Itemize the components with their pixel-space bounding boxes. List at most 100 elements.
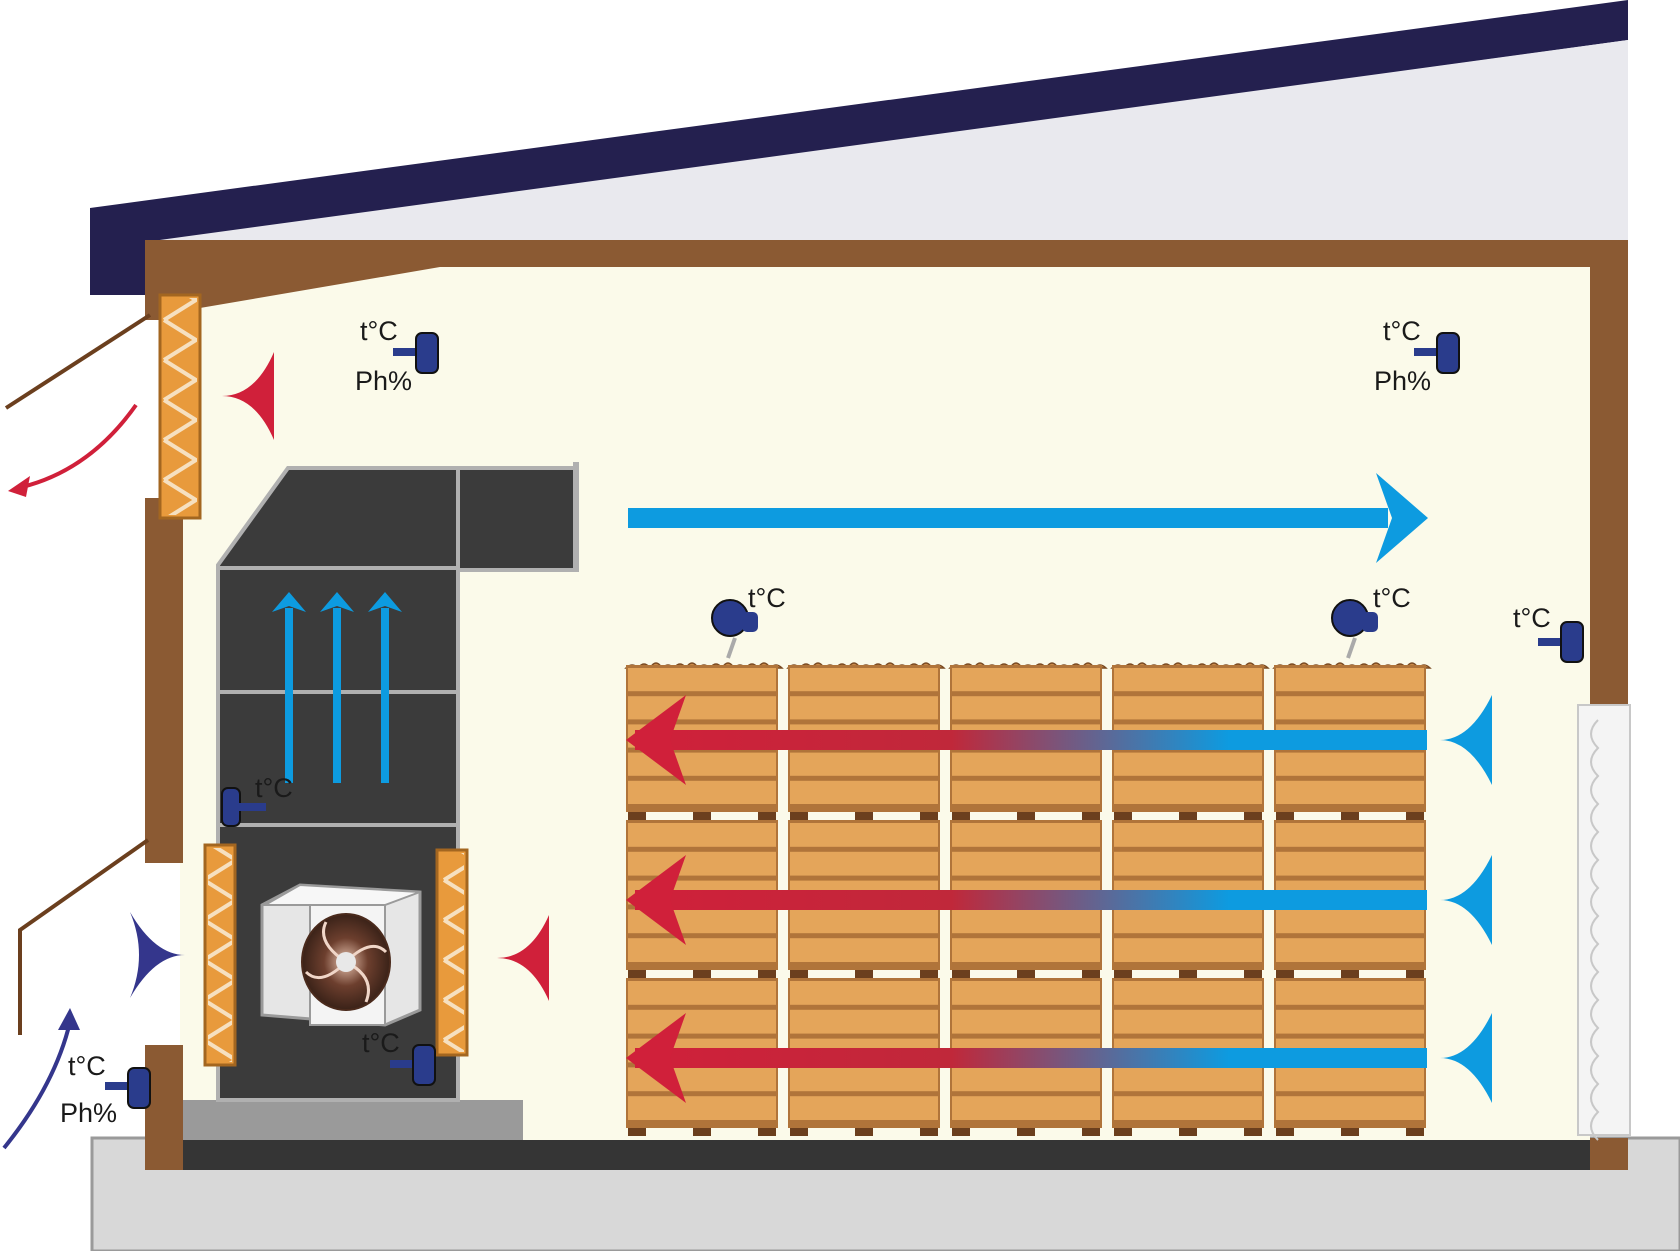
crate-slat (1114, 752, 1262, 776)
crate-slat (1114, 909, 1262, 934)
crate-foot (1341, 970, 1359, 978)
crate-slat (1114, 938, 1262, 962)
crate-foot (1406, 970, 1424, 978)
crate-slat (628, 823, 776, 847)
crate-slat (1276, 780, 1424, 804)
crate-slat (952, 938, 1100, 962)
crate-foot (1406, 1128, 1424, 1136)
crate-foot (952, 1128, 970, 1136)
crate-foot (758, 970, 776, 978)
crate-slat (1114, 668, 1262, 692)
crate-foot (790, 970, 808, 978)
crate-slat (1114, 1096, 1262, 1120)
crate-foot (1114, 970, 1132, 978)
crate-slat (628, 851, 776, 876)
crate-foot (1114, 812, 1132, 820)
crate-slat (1114, 851, 1262, 876)
roof-underside (145, 40, 1628, 242)
crate-foot (1082, 970, 1100, 978)
crate-slat (790, 851, 938, 876)
arrowhead-icon (1440, 1013, 1492, 1103)
humidity-label: Ph% (355, 366, 412, 396)
arrowhead-icon (1376, 473, 1428, 563)
left-wall-upper (145, 498, 183, 863)
humidity-label: Ph% (1374, 366, 1431, 396)
sensor-probe-icon (412, 1044, 436, 1086)
crate-slat (1276, 851, 1424, 876)
crate-foot (920, 970, 938, 978)
crate-slat (628, 1009, 776, 1034)
sensor-crate-left: t°C (711, 583, 786, 659)
crate-foot (1244, 970, 1262, 978)
crate-foot (628, 1128, 646, 1136)
temp-label: t°C (360, 316, 398, 346)
sensor-probe-icon (1436, 332, 1460, 374)
crate-slat (1276, 909, 1424, 934)
temp-label: t°C (1373, 583, 1411, 613)
crate-slat (1276, 668, 1424, 692)
crate-slat (1114, 696, 1262, 720)
crate-foot (1179, 970, 1197, 978)
crate-foot (790, 812, 808, 820)
crate-foot (952, 812, 970, 820)
sensor-crate-right: t°C (1331, 583, 1411, 659)
crate-foot (855, 1128, 873, 1136)
crate-foot (1017, 970, 1035, 978)
crate-foot (758, 812, 776, 820)
crate-slat (952, 1009, 1100, 1034)
floor (183, 1140, 1590, 1170)
crate-slat (952, 823, 1100, 847)
crate-slat (628, 938, 776, 962)
crate-foot (790, 1128, 808, 1136)
crate-slat (1276, 981, 1424, 1005)
crate-foot (1017, 812, 1035, 820)
temp-label: t°C (748, 583, 786, 613)
sensor-probe-icon (415, 332, 439, 374)
arrowhead-icon (272, 592, 306, 612)
crate-foot (1276, 970, 1294, 978)
arrowhead-icon (1440, 695, 1492, 785)
centrifugal-fan-icon (260, 883, 422, 1027)
arrowhead-icon (222, 352, 274, 440)
crate-foot (1276, 812, 1294, 820)
crate-foot (1179, 812, 1197, 820)
roof (90, 0, 1628, 295)
unit-airflow-arrows (272, 592, 402, 783)
crate-slat (952, 1067, 1100, 1092)
intake-curve-arrow (2, 1021, 72, 1150)
crate-slat (952, 1096, 1100, 1120)
crate-slat (1114, 981, 1262, 1005)
crate-slat (1276, 696, 1424, 720)
crate-slat (628, 696, 776, 720)
supply-air-arrow (628, 473, 1428, 563)
crate-slat (1114, 780, 1262, 804)
insulation-scallops (1590, 719, 1600, 1141)
crate-foot (920, 812, 938, 820)
sensor-outside: t°C Ph% (60, 1051, 151, 1128)
arrowhead-icon (1440, 855, 1492, 945)
crate-slat (1276, 752, 1424, 776)
crate-foot (693, 970, 711, 978)
crate-slat (628, 981, 776, 1005)
crate-slat (790, 752, 938, 776)
crate-slat (790, 823, 938, 847)
crate-foot (1179, 1128, 1197, 1136)
crate-foot (1082, 812, 1100, 820)
crate-slat (1276, 938, 1424, 962)
insulation-panel (1577, 704, 1631, 1136)
crate-slat (1276, 823, 1424, 847)
crate-foot (855, 970, 873, 978)
crate-slat (952, 780, 1100, 804)
crate-slat (1276, 1096, 1424, 1120)
crate-slat (628, 780, 776, 804)
crate-slat (952, 696, 1100, 720)
crate-foot (952, 970, 970, 978)
arrowhead-icon (497, 915, 549, 1001)
crate-slat (790, 1067, 938, 1092)
humidity-label: Ph% (60, 1098, 117, 1128)
arrowhead-icon (8, 476, 30, 497)
crate-slat (790, 696, 938, 720)
unit-plinth (183, 1100, 523, 1140)
crate-slat (1114, 1009, 1262, 1034)
